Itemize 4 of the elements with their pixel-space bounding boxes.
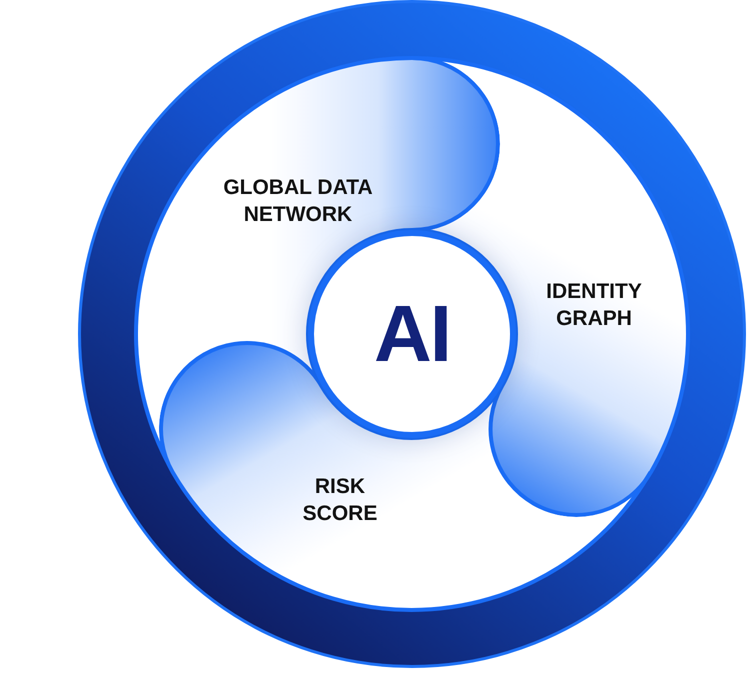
segment-label: RISK SCORE (302, 474, 378, 527)
segment-label: IDENTITY GRAPH (545, 279, 643, 332)
segment-label: GLOBAL DATA NETWORK (222, 175, 374, 228)
center-label: AI (374, 294, 450, 374)
